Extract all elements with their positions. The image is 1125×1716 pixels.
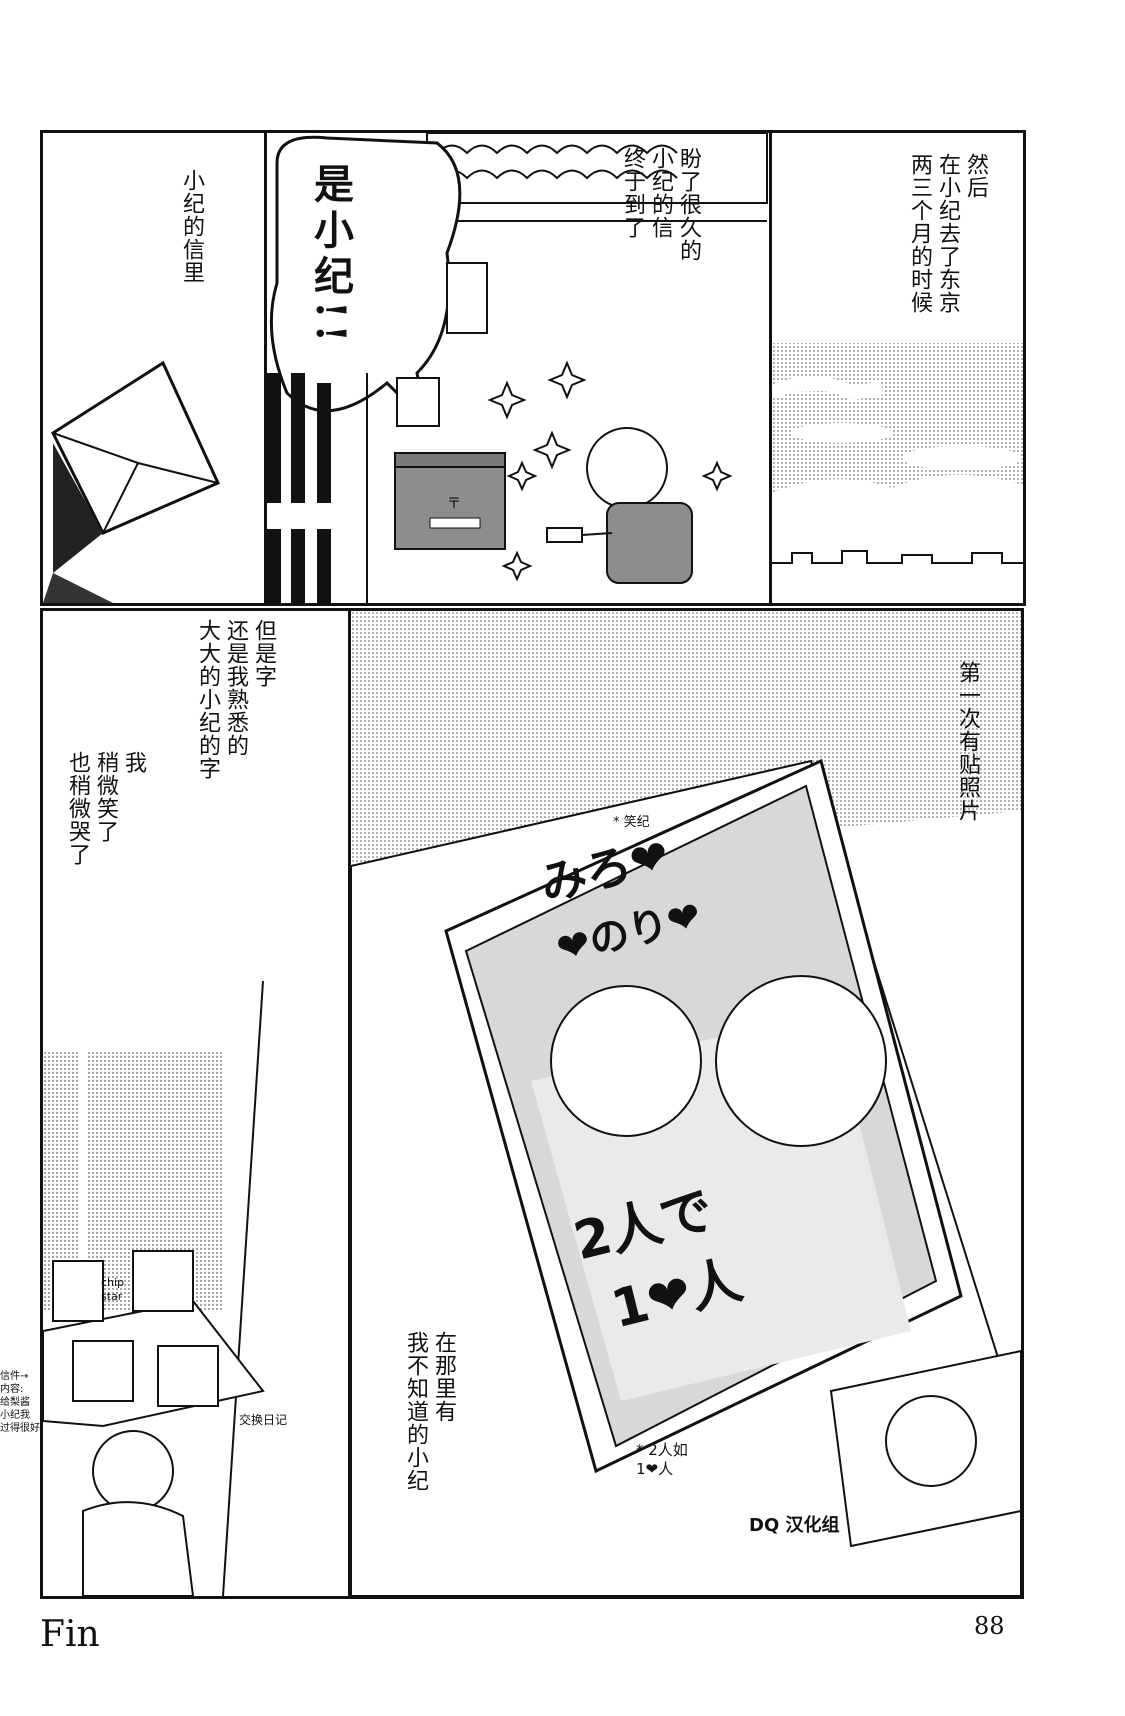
- caption-handwriting: 但是字 还是我熟悉的 大大的小纪的字: [195, 619, 276, 780]
- panel-desk: 但是字 还是我熟悉的 大大的小纪的字 我 稍微笑了 也稍微哭了 chip sta…: [40, 608, 354, 1599]
- caption-letter: 小纪的信里: [179, 169, 204, 284]
- translator-side-note: 信件→ 内容: 给梨酱 小纪我 过得很好: [0, 1371, 40, 1434]
- caption-laugh-cry: 我 稍微笑了 也稍微哭了: [65, 751, 146, 866]
- svg-text:〒: 〒: [447, 496, 461, 512]
- roof-tiles: [426, 133, 768, 222]
- caption-mail-arrived: 盼了很久的 小纪的信 终于到了: [620, 147, 701, 262]
- panel-mailbox: 〒 是小纪!! 盼了很久的 小纪的信 终于到了: [264, 130, 775, 606]
- mailbox-scene: 〒: [267, 133, 768, 603]
- photo-star-note: * 笑纪: [613, 815, 650, 830]
- watermark-logo: DQ 汉化组: [749, 1515, 840, 1536]
- letter-illustration: [43, 360, 221, 603]
- girl-at-desk: [82, 1430, 195, 1596]
- caption-first-photo: 第一次有贴照片: [955, 661, 980, 822]
- shout-text: 是小纪!!: [307, 163, 354, 349]
- desk-scene: [43, 980, 265, 1596]
- girl-figure: [546, 427, 693, 584]
- sky-scene: [772, 343, 1023, 564]
- polaroid-photo: [444, 758, 963, 1474]
- panel-sky: 然后 在小纪去了东京 两三个月的时候: [769, 130, 1026, 606]
- photo-scene: [351, 611, 1021, 1596]
- caption-then: 然后 在小纪去了东京 两三个月的时候: [907, 153, 988, 314]
- exchange-diary-label: 交换日记: [239, 1413, 288, 1427]
- translation-note: * 2人如 1❤人: [636, 1441, 688, 1478]
- panel-photo: 第一次有贴照片 在那里有 我不知道的小纪 * 笑纪 みろ❤ ❤のり❤ 2人で 1…: [348, 608, 1024, 1599]
- page-number: 88: [974, 1612, 1005, 1640]
- sparkle-icons: [487, 360, 733, 582]
- striped-wall: [267, 373, 368, 603]
- panel-letter: 小纪的信里: [40, 130, 270, 606]
- fin-mark: Fin: [40, 1614, 100, 1655]
- speech-bubble: [269, 135, 462, 428]
- chip-star-label: chip star: [101, 1276, 125, 1303]
- caption-unknown-saki: 在那里有 我不知道的小纪: [403, 1331, 456, 1492]
- mailbox: 〒: [394, 452, 506, 550]
